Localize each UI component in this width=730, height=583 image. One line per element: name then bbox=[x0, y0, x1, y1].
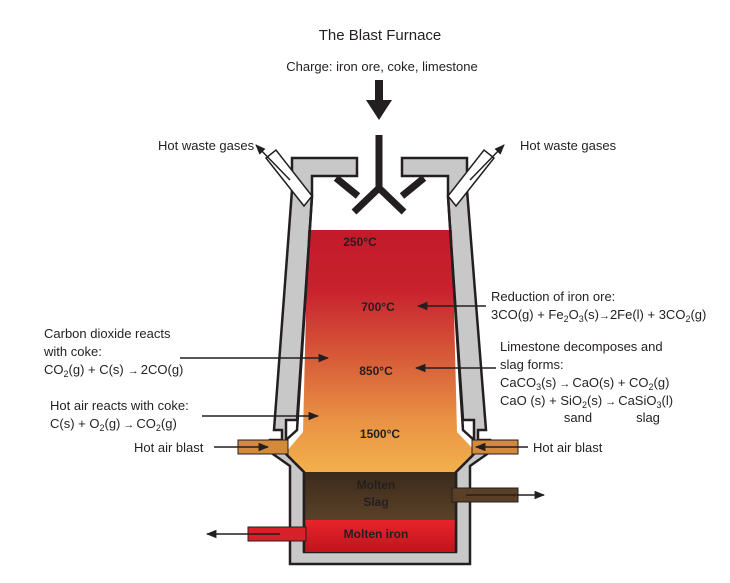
temp-250: 250°C bbox=[343, 235, 377, 249]
diagram-title: The Blast Furnace bbox=[319, 27, 442, 44]
limestone-equation-1: CaCO3(s)→CaO(s) + CO2(g) bbox=[500, 375, 669, 392]
waste-gases-left-label: Hot waste gases bbox=[158, 138, 255, 153]
iron-ore-reduction-heading: Reduction of iron ore: bbox=[491, 289, 615, 304]
furnace-hot-interior bbox=[286, 230, 476, 472]
co2-reaction-equation: CO2(g) + C(s)→2CO(g) bbox=[44, 362, 183, 379]
limestone-heading-2: slag forms: bbox=[500, 357, 564, 372]
temp-850: 850°C bbox=[359, 364, 393, 378]
waste-gas-pipe-left bbox=[255, 144, 313, 208]
charge-arrow bbox=[366, 80, 392, 120]
iron-ore-reduction-equation: 3CO(g) + Fe2O3(s)→2Fe(l) + 3CO2(g) bbox=[491, 307, 706, 324]
hot-air-blast-left-label: Hot air blast bbox=[134, 440, 204, 455]
molten-slag-layer bbox=[304, 472, 456, 520]
limestone-heading-1: Limestone decomposes and bbox=[500, 339, 663, 354]
waste-gases-right-label: Hot waste gases bbox=[520, 138, 617, 153]
furnace-inner-outline bbox=[285, 195, 475, 552]
co2-reaction-heading-2: with coke: bbox=[43, 344, 102, 359]
molten-slag-label-2: Slag bbox=[363, 495, 388, 509]
molten-slag-label-1: Molten bbox=[357, 478, 396, 492]
charge-label: Charge: iron ore, coke, limestone bbox=[286, 59, 477, 74]
molten-iron-layer bbox=[304, 520, 456, 552]
temp-1500: 1500°C bbox=[360, 427, 400, 441]
molten-iron-label: Molten iron bbox=[344, 527, 409, 541]
co2-reaction-heading-1: Carbon dioxide reacts bbox=[44, 326, 171, 341]
temp-700: 700°C bbox=[361, 300, 395, 314]
limestone-equation-2: CaO (s) + SiO2(s)→CaSiO3(l) bbox=[500, 393, 673, 410]
hot-air-reaction-equation: C(s) + O2(g)→CO2(g) bbox=[50, 416, 177, 433]
sand-label: sand bbox=[564, 410, 592, 425]
hopper-distributor bbox=[333, 135, 427, 215]
waste-gas-pipe-right bbox=[447, 144, 505, 208]
hot-air-blast-right-label: Hot air blast bbox=[533, 440, 603, 455]
hot-air-reaction-heading: Hot air reacts with coke: bbox=[50, 398, 189, 413]
slag-label: slag bbox=[636, 410, 660, 425]
